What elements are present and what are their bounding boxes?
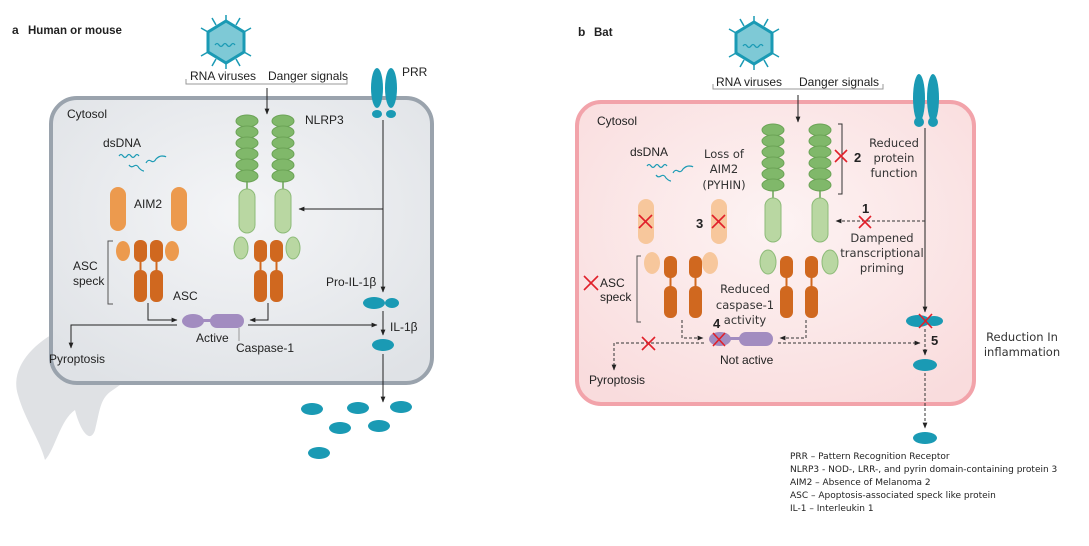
caspase1-active-icon bbox=[182, 314, 244, 328]
signals-bracket bbox=[712, 84, 884, 90]
secreted-il1b-icon bbox=[913, 432, 937, 444]
prr-receptor-icon bbox=[913, 74, 939, 127]
x-mark-icon bbox=[858, 215, 872, 229]
bat-cell bbox=[575, 100, 976, 406]
virus-icon bbox=[199, 13, 253, 71]
x-mark-icon bbox=[712, 332, 726, 347]
reduced-protein-label: Reduced bbox=[869, 136, 919, 150]
il1b-icon bbox=[372, 339, 394, 351]
reduced-protein-label: protein bbox=[874, 151, 915, 165]
pyroptosis-blob bbox=[16, 330, 120, 460]
panel-a-letter: a bbox=[12, 23, 19, 37]
dsdna-icon bbox=[646, 163, 694, 182]
panel-a-title: Human or mouse bbox=[28, 25, 122, 37]
asc-speck-label: speck bbox=[600, 290, 632, 304]
not-active-label: Not active bbox=[720, 353, 774, 367]
loss-of-aim2-label: (PYHIN) bbox=[702, 178, 745, 192]
active-label: Active bbox=[196, 331, 229, 345]
x-mark-icon bbox=[918, 313, 933, 329]
loss-of-aim2-label: AIM2 bbox=[710, 162, 739, 176]
panel-b: b Bat RNA viruses Danger signals Cytosol… bbox=[575, 14, 1060, 444]
x-mark-icon bbox=[638, 214, 653, 229]
il1b-label: IL-1β bbox=[390, 320, 418, 334]
x-mark-icon bbox=[583, 275, 599, 291]
dsdna-label: dsDNA bbox=[630, 145, 668, 159]
step-1-label: 1 bbox=[862, 201, 869, 216]
secreted-il1b-icon bbox=[301, 401, 412, 459]
dampened-priming-label: priming bbox=[860, 261, 904, 275]
caspase1-label: Caspase-1 bbox=[236, 341, 294, 355]
pro-il1b-icon bbox=[363, 297, 385, 309]
cytosol-label: Cytosol bbox=[597, 114, 637, 128]
danger-signals-label: Danger signals bbox=[799, 75, 879, 89]
legend-item: PRR – Pattern Recognition Receptor bbox=[790, 452, 950, 462]
aim2-icon bbox=[110, 187, 187, 261]
virus-icon bbox=[727, 14, 781, 72]
asc-label: ASC bbox=[173, 289, 198, 303]
abbreviation-legend: PRR – Pattern Recognition Receptor NLRP3… bbox=[790, 452, 1057, 514]
nlrp3-left-icon bbox=[235, 114, 259, 234]
prr-receptor-icon bbox=[371, 68, 397, 118]
panel-b-title: Bat bbox=[594, 27, 613, 39]
cytosol-label: Cytosol bbox=[67, 107, 107, 121]
reduction-inflammation-label: Reduction In bbox=[986, 330, 1058, 344]
reduction-inflammation-label: inflammation bbox=[984, 345, 1060, 359]
x-mark-icon bbox=[711, 214, 726, 229]
legend-item: AIM2 – Absence of Melanoma 2 bbox=[790, 478, 931, 488]
nlrp3-label: NLRP3 bbox=[305, 113, 344, 127]
reduced-caspase-label: Reduced bbox=[720, 282, 770, 296]
asc-speck-label: speck bbox=[73, 274, 105, 288]
reduced-caspase-label: activity bbox=[724, 313, 767, 327]
rna-viruses-label: RNA viruses bbox=[716, 75, 782, 89]
legend-item: ASC – Apoptosis-associated speck like pr… bbox=[790, 491, 996, 501]
il1b-icon bbox=[913, 359, 937, 371]
pyroptosis-label: Pyroptosis bbox=[49, 352, 105, 366]
prr-label: PRR bbox=[402, 65, 428, 79]
legend-item: NLRP3 - NOD-, LRR-, and pyrin domain-con… bbox=[790, 465, 1057, 475]
panel-b-letter: b bbox=[578, 25, 585, 39]
pro-il1b-icon bbox=[906, 315, 930, 327]
step-3-label: 3 bbox=[696, 216, 703, 231]
nlrp3-left-icon bbox=[761, 123, 785, 243]
dampened-priming-label: Dampened bbox=[850, 231, 913, 245]
aim2-label: AIM2 bbox=[134, 197, 162, 211]
x-mark-icon bbox=[641, 336, 656, 351]
step-4-label: 4 bbox=[713, 316, 721, 331]
panel-a: a Human or mouse RNA viruses Danger sign… bbox=[12, 13, 434, 460]
reduced-caspase-label: caspase-1 bbox=[716, 298, 774, 312]
loss-of-aim2-label: Loss of bbox=[704, 147, 745, 161]
signals-bracket bbox=[185, 79, 348, 85]
nlrp3-right-icon bbox=[271, 114, 295, 234]
aim2-lost-icon bbox=[638, 199, 727, 274]
step-5-label: 5 bbox=[931, 333, 938, 348]
pro-il1b-label: Pro-IL-1β bbox=[326, 275, 376, 289]
dsdna-label: dsDNA bbox=[103, 136, 141, 150]
pyroptosis-label: Pyroptosis bbox=[589, 373, 645, 387]
dampened-priming-label: transcriptional bbox=[840, 246, 923, 260]
reduced-protein-label: function bbox=[871, 166, 918, 180]
asc-speck-label: ASC bbox=[73, 259, 98, 273]
x-mark-icon bbox=[834, 149, 848, 163]
rna-viruses-label: RNA viruses bbox=[190, 69, 256, 83]
asc-speck-label: ASC bbox=[600, 276, 625, 290]
legend-item: IL-1 – Interleukin 1 bbox=[790, 504, 874, 514]
danger-signals-label: Danger signals bbox=[268, 69, 348, 83]
nlrp3-right-icon bbox=[808, 123, 832, 243]
dsdna-icon bbox=[118, 153, 167, 172]
step-2-label: 2 bbox=[854, 150, 861, 165]
